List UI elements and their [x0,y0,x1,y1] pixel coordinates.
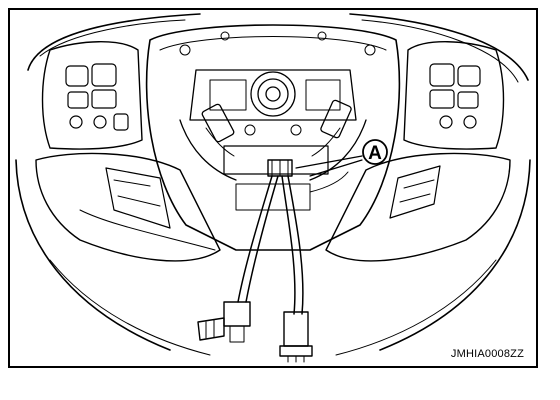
left-switch-cluster [65,63,171,229]
figure-frame: A JMHIA0008ZZ [8,8,538,368]
wiring-harness [237,171,349,315]
right-spoke [325,41,511,262]
wheel-rim [15,13,531,356]
harness-connector-block [235,159,311,211]
steering-wheel-illustration: A [15,13,531,363]
right-switch-cluster [389,63,481,219]
harness-connector-left [197,301,251,343]
callout-a: A [295,139,388,177]
left-spoke [35,41,221,262]
drawing-code: JMHIA0008ZZ [450,348,524,360]
harness-connector-center [279,311,313,363]
hub-housing [145,24,401,251]
callout-a-label: A [368,143,382,164]
clock-spring-assembly [179,69,367,181]
